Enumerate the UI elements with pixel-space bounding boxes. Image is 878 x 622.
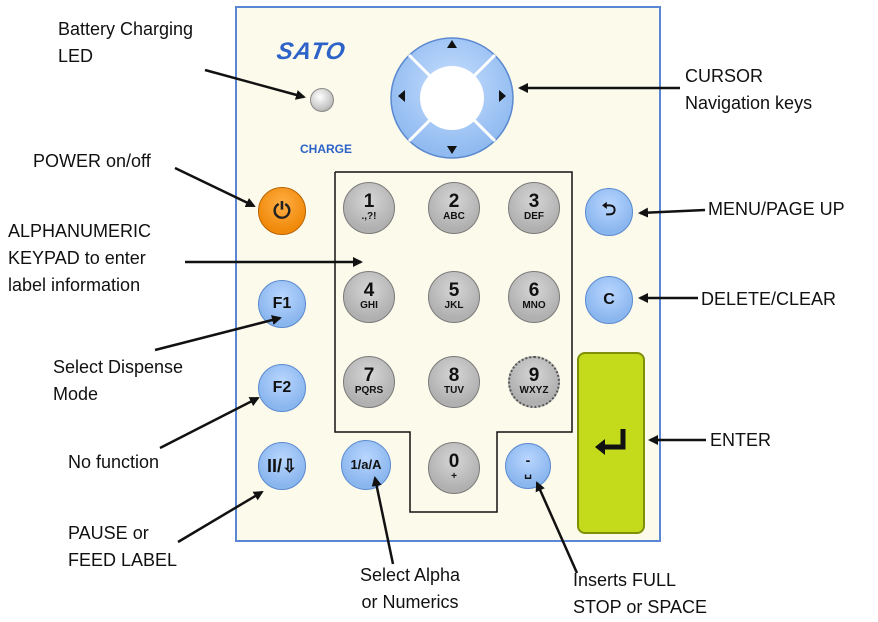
key-3[interactable]: 3 DEF xyxy=(508,182,560,234)
label-power: POWER on/off xyxy=(33,151,151,171)
pause-feed-icon: II/⇩ xyxy=(266,455,298,476)
key-9-number: 9 xyxy=(528,365,540,386)
key-0-number: 0 xyxy=(448,451,460,472)
alpha-numeric-mode-button[interactable]: 1/a/A xyxy=(341,440,391,490)
label-alpha: Select Alpha or Numerics xyxy=(360,565,461,612)
battery-charging-led xyxy=(310,88,334,112)
key-0[interactable]: 0 + xyxy=(428,442,480,494)
label-no-function: No function xyxy=(68,452,160,472)
label-delete: DELETE/CLEAR xyxy=(701,289,837,309)
label-fullstop: Inserts FULL STOP or SPACE xyxy=(573,570,708,617)
pause-feed-button[interactable]: II/⇩ xyxy=(258,442,306,490)
key-2-letters: ABC xyxy=(443,211,465,222)
label-keypad: ALPHANUMERIC KEYPAD to enter label infor… xyxy=(8,221,152,295)
label-pause: PAUSE or FEED LABEL xyxy=(68,523,178,570)
key-0-letters: + xyxy=(451,471,457,482)
key-2-number: 2 xyxy=(448,191,460,212)
key-3-number: 3 xyxy=(528,191,540,212)
key-1-number: 1 xyxy=(363,191,375,212)
key-6-letters: MNO xyxy=(522,300,546,311)
key-5[interactable]: 5 JKL xyxy=(428,271,480,323)
key-5-number: 5 xyxy=(448,280,460,301)
key-4-letters: GHI xyxy=(360,300,378,311)
key-8-letters: TUV xyxy=(444,385,464,396)
label-cursor: CURSOR Navigation keys xyxy=(685,66,813,113)
key-8-number: 8 xyxy=(448,365,460,386)
key-6[interactable]: 6 MNO xyxy=(508,271,560,323)
key-4[interactable]: 4 GHI xyxy=(343,271,395,323)
key-4-number: 4 xyxy=(363,280,375,301)
key-9[interactable]: 9 WXYZ xyxy=(508,356,560,408)
label-battery-led: Battery Charging LED xyxy=(58,19,194,66)
f2-label: F2 xyxy=(272,379,292,396)
key-2[interactable]: 2 ABC xyxy=(428,182,480,234)
f1-button[interactable]: F1 xyxy=(258,280,306,328)
label-enter: ENTER xyxy=(710,430,772,450)
mode-label: 1/a/A xyxy=(350,457,382,472)
key-7[interactable]: 7 PQRS xyxy=(343,356,395,408)
key-1-letters: .,?! xyxy=(361,211,377,222)
key-6-number: 6 xyxy=(528,280,540,301)
key-7-number: 7 xyxy=(363,365,375,386)
space-icon: ␣ xyxy=(524,465,532,479)
label-menu: MENU/PAGE UP xyxy=(708,199,845,219)
power-icon: ⏻ xyxy=(273,198,291,223)
key-7-letters: PQRS xyxy=(354,385,384,396)
f1-label: F1 xyxy=(272,295,292,312)
key-9-letters: WXYZ xyxy=(519,385,549,396)
key-5-letters: JKL xyxy=(444,300,464,311)
label-dispense: Select Dispense Mode xyxy=(53,357,184,404)
charge-label: CHARGE xyxy=(300,142,353,156)
fullstop-label: - xyxy=(525,452,531,468)
return-arrow-icon: ⮌ xyxy=(601,199,617,219)
clear-label: C xyxy=(603,291,615,308)
enter-icon xyxy=(595,429,626,455)
delete-clear-button[interactable]: C xyxy=(585,276,633,324)
menu-page-up-button[interactable]: ⮌ xyxy=(585,188,633,236)
power-button[interactable]: ⏻ xyxy=(258,187,306,235)
f2-button[interactable]: F2 xyxy=(258,364,306,412)
key-3-letters: DEF xyxy=(524,211,544,222)
key-8[interactable]: 8 TUV xyxy=(428,356,480,408)
key-1[interactable]: 1 .,?! xyxy=(343,182,395,234)
enter-button[interactable] xyxy=(577,352,645,534)
